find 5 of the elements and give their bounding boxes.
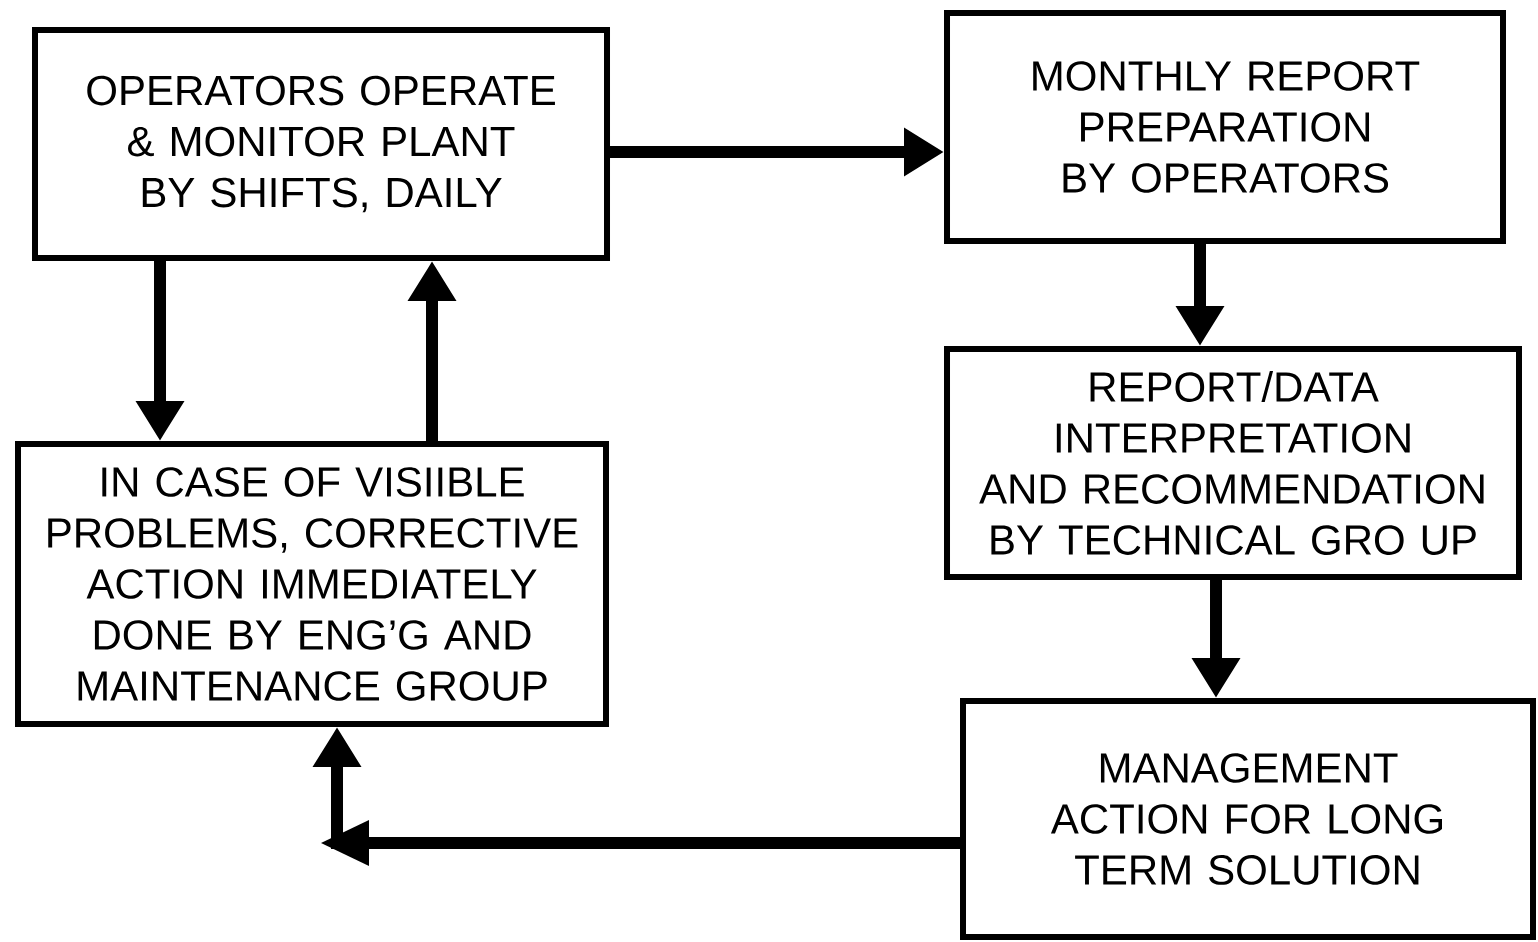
process-box: REPORT/DATA INTERPRETATION AND RECOMMENDATION BY TECHNICAL GRO UP (944, 346, 1522, 580)
process-box: MONTHLY REPORT PREPARATION BY OPERATORS (944, 10, 1506, 244)
process-box: IN CASE OF VISIIBLE PROBLEMS, CORRECTIVE ACTION IMMEDIATELY DONE BY ENG’G AND MAINTENANCE GROUP (15, 441, 609, 727)
process-box: MANAGEMENT ACTION FOR LONG TERM SOLUTION (960, 698, 1536, 940)
process-box: OPERATORS OPERATE & MONITOR PLANT BY SHIFTS, DAILY (32, 27, 610, 261)
